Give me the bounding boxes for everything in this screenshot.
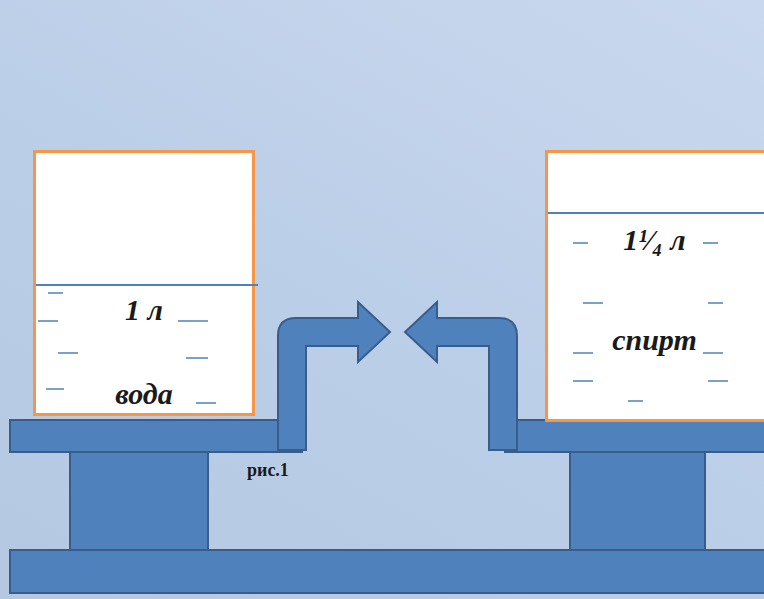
liquid-name: вода: [36, 377, 252, 410]
liquid-dash: [186, 357, 208, 359]
figure-label: рис.1: [247, 460, 289, 481]
liquid-dash: [46, 388, 64, 390]
volume-label: 1¹⁄₄ л: [548, 223, 761, 256]
vessel: 1¹⁄₄ л спирт: [545, 150, 764, 422]
left-pipe-arrow: [278, 302, 390, 450]
liquid-dash: [703, 242, 718, 244]
liquid-dash: [58, 352, 78, 354]
liquid-dash: [628, 400, 643, 402]
liquid-dash: [196, 402, 216, 404]
volume-label: 1 л: [36, 293, 252, 326]
liquid-level: [36, 284, 258, 286]
left-shelf: [10, 420, 302, 452]
liquid-dash: [573, 352, 593, 354]
right-shelf: [505, 420, 764, 452]
liquid-level: [548, 212, 764, 214]
base-bar: [10, 550, 764, 593]
liquid-dash: [38, 320, 58, 322]
liquid-dash: [708, 302, 723, 304]
liquid-dash: [178, 320, 208, 322]
liquid-dash: [583, 302, 603, 304]
liquid-dash: [573, 380, 593, 382]
liquid-name: спирт: [548, 323, 761, 356]
liquid-dash: [573, 242, 588, 244]
right-pillar: [570, 452, 705, 550]
liquid-dash: [708, 380, 728, 382]
liquid-marks: [548, 153, 764, 425]
vessel: 1 л вода: [33, 150, 255, 416]
left-pillar: [70, 452, 208, 550]
liquid-dash: [48, 292, 63, 294]
liquid-dash: [703, 352, 723, 354]
right-pipe-arrow: [405, 302, 517, 450]
